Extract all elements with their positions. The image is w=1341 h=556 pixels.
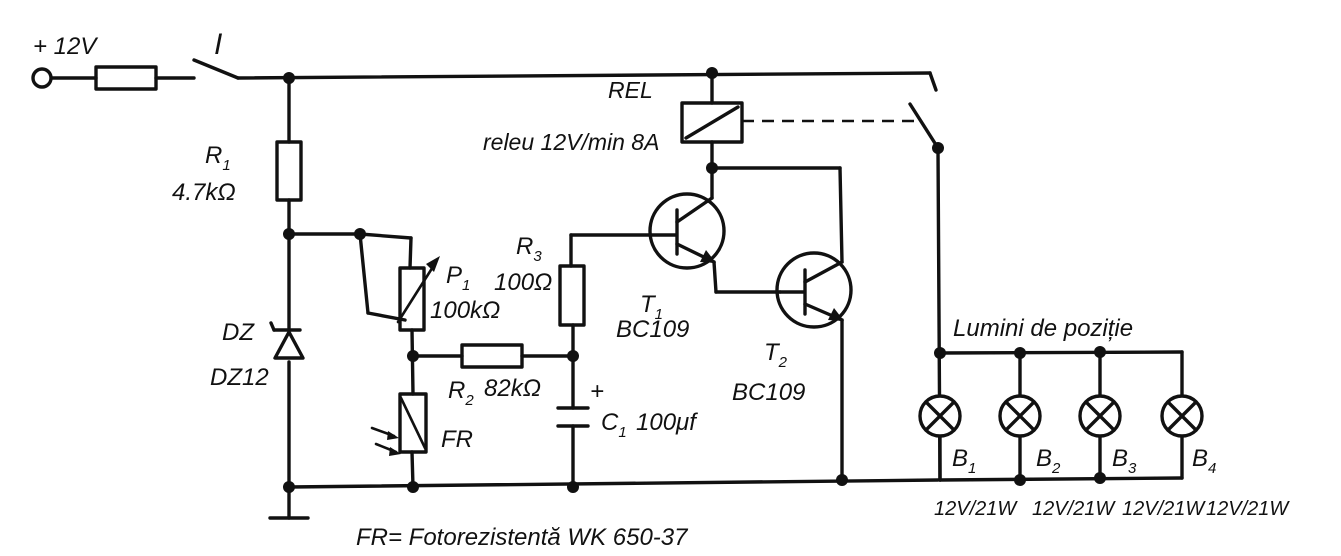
fuse: [94, 65, 158, 91]
supply-label: + 12V: [33, 33, 98, 60]
t1-name: T1: [640, 291, 663, 323]
dz-value: DZ12: [210, 364, 269, 391]
lamp-b4: [1160, 394, 1204, 438]
resistor-r2: [460, 343, 524, 369]
relay-contact: [742, 102, 940, 150]
lamp-b3: [1078, 394, 1122, 438]
c1-value: 100μf: [636, 409, 698, 436]
r2-value: 82kΩ: [484, 375, 541, 402]
t1-value: BC109: [616, 316, 689, 343]
capacitor-c1: [556, 406, 590, 428]
relay-name: REL: [608, 77, 653, 103]
c1-polarity: +: [590, 378, 604, 405]
b3-rating: 12V/21W: [1122, 498, 1206, 520]
supply-terminal: [31, 67, 53, 89]
b2-rating: 12V/21W: [1032, 498, 1116, 520]
resistor-r3: [558, 264, 586, 327]
b1-rating: 12V/21W: [934, 498, 1018, 520]
r3-name: R3: [516, 233, 542, 265]
photoresistor-fr: [370, 392, 428, 456]
t2-name: T2: [764, 339, 788, 371]
junction-dots: [283, 67, 1106, 493]
p1-value: 100kΩ: [430, 297, 500, 324]
b1-name: B1: [952, 445, 976, 477]
transistor-t2: [775, 251, 853, 329]
c1-name: C1: [601, 409, 627, 441]
potentiometer-p1: [396, 256, 440, 332]
dz-name: DZ: [222, 319, 255, 346]
b4-name: B4: [1192, 445, 1216, 477]
b2-name: B2: [1036, 445, 1061, 477]
b4-rating: 12V/21W: [1206, 498, 1290, 520]
p1-name: P1: [446, 262, 470, 294]
resistor-r1: [275, 140, 303, 202]
fr-name: FR: [441, 426, 473, 453]
main-switch: [192, 58, 240, 80]
r1-name: R1: [205, 142, 231, 174]
wires: [50, 71, 1184, 520]
switch-label: I: [214, 28, 222, 61]
transistor-t1: [648, 192, 726, 270]
zener-diode-dz: [269, 321, 305, 360]
t2-value: BC109: [732, 379, 805, 406]
relay-desc: releu 12V/min 8A: [483, 129, 659, 155]
r3-value: 100Ω: [494, 269, 552, 296]
lamp-b2: [998, 394, 1042, 438]
footnote: FR= Fotorezistentă WK 650-37: [356, 524, 689, 551]
lights-title: Lumini de poziție: [953, 315, 1133, 342]
r2-name: R2: [448, 377, 474, 409]
b3-name: B3: [1112, 445, 1137, 477]
r1-value: 4.7kΩ: [172, 179, 236, 206]
lamp-b1: [918, 394, 962, 438]
relay-coil: [680, 101, 744, 144]
